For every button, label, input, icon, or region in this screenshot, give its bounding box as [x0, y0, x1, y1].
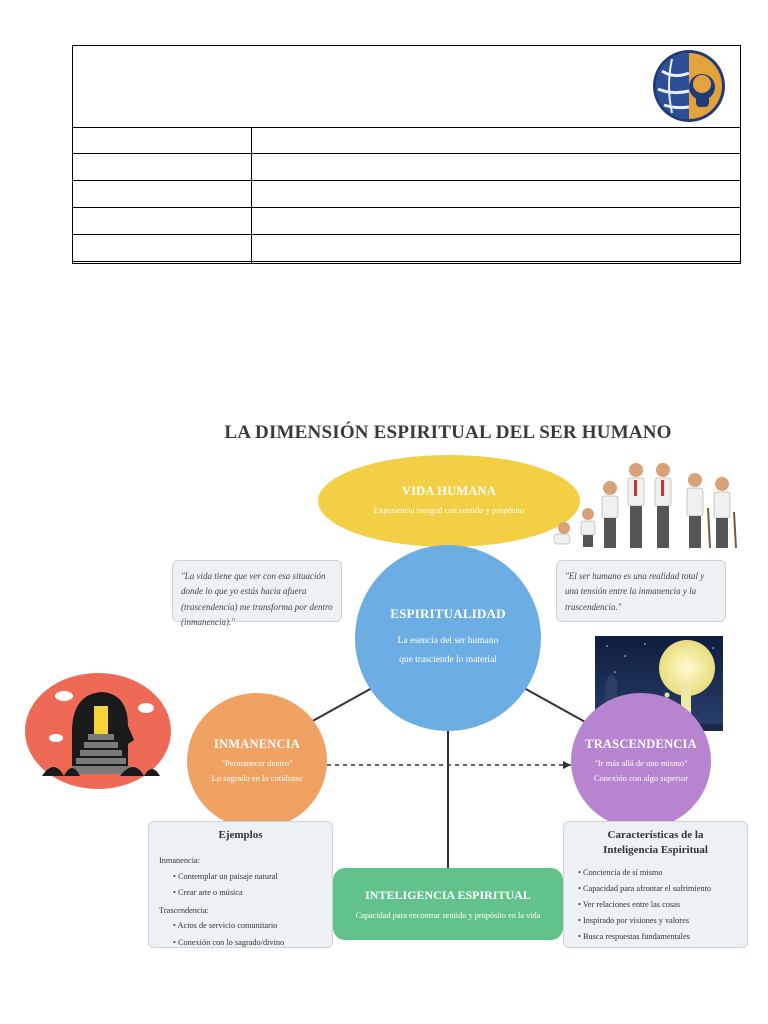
quote-left: "La vida tiene que ver con esa situación…	[172, 560, 342, 627]
list-item: • Conexión con lo sagrado/divino	[173, 937, 285, 947]
box-section: Trascendencia:	[159, 906, 209, 916]
quote-right: "El ser humano es una realidad total y u…	[556, 560, 726, 622]
header-table	[72, 45, 741, 264]
node-title: TRASCENDENCIA	[585, 737, 697, 752]
node-line: La esencia del ser humano que trasciende…	[398, 632, 499, 670]
box-title: Características de la Inteligencia Espir…	[603, 829, 708, 857]
node-inmanencia: INMANENCIA "Permanecer dentro" Lo sagrad…	[187, 693, 327, 829]
evolution-figures-icon	[553, 463, 737, 549]
header-row	[73, 181, 740, 208]
list-item: • Ver relaciones entre las cosas	[578, 900, 681, 910]
node-vida-humana: VIDA HUMANA Experiencia integral con sen…	[318, 455, 580, 547]
header-top-cell	[73, 46, 740, 128]
node-subtitle: Experiencia integral con sentido y propó…	[373, 505, 525, 516]
node-line: "Permanecer dentro" Lo sagrado en lo cot…	[212, 756, 303, 785]
node-line-1: La esencia del ser humano	[397, 636, 499, 646]
node-line-2: Lo sagrado en lo cotidiano	[211, 772, 303, 783]
ejemplos-box: Ejemplos Inmanencia: • Contemplar un pai…	[148, 821, 333, 948]
box-title: Ejemplos	[218, 829, 263, 841]
list-item: • Inspirado por visiones y valores	[578, 916, 689, 926]
list-item: • Busca respuestas fundamentales	[578, 932, 690, 942]
list-item: • Conciencia de sí mismo	[578, 867, 663, 877]
caracteristicas-box: Características de la Inteligencia Espir…	[563, 821, 748, 948]
diagram-title: LA DIMENSIÓN ESPIRITUAL DEL SER HUMANO	[224, 422, 672, 443]
node-line-1: "Permanecer dentro"	[221, 758, 293, 769]
node-line-1: "Ir más allá de uno mismo"	[594, 758, 688, 769]
node-title: VIDA HUMANA	[401, 484, 497, 499]
header-row	[73, 127, 740, 154]
list-item: • Crear arte o música	[173, 887, 243, 897]
arrow-head	[563, 761, 571, 769]
list-item: • Capacidad para afrontar el sufrimiento	[578, 883, 712, 893]
node-trascendencia: TRASCENDENCIA "Ir más allá de uno mismo"…	[571, 693, 711, 829]
header-row	[73, 235, 740, 262]
list-item: • Contemplar un paisaje natural	[173, 871, 278, 881]
list-item: • Actos de servicio comunitario	[173, 921, 278, 931]
node-inteligencia-espiritual: INTELIGENCIA ESPIRITUAL Capacidad para e…	[333, 868, 563, 940]
node-line: "Ir más allá de uno mismo" Conexión con …	[594, 756, 688, 785]
node-espiritualidad: ESPIRITUALIDAD La esencia del ser humano…	[355, 545, 541, 731]
head-door-stairs-icon	[25, 673, 171, 789]
header-row	[73, 208, 740, 235]
logo-globe-icon	[653, 50, 725, 122]
box-section: Inmanencia:	[159, 856, 201, 866]
node-subtitle: Capacidad para encontrar sentido y propó…	[355, 911, 541, 920]
header-column-divider	[251, 127, 252, 264]
node-line-2: Conexión con algo superior	[593, 772, 689, 783]
node-title: ESPIRITUALIDAD	[390, 606, 506, 621]
node-title: INMANENCIA	[213, 737, 301, 752]
node-line-2: que trasciende lo material	[399, 655, 497, 665]
node-title: INTELIGENCIA ESPIRITUAL	[365, 888, 531, 902]
header-row	[73, 154, 740, 181]
